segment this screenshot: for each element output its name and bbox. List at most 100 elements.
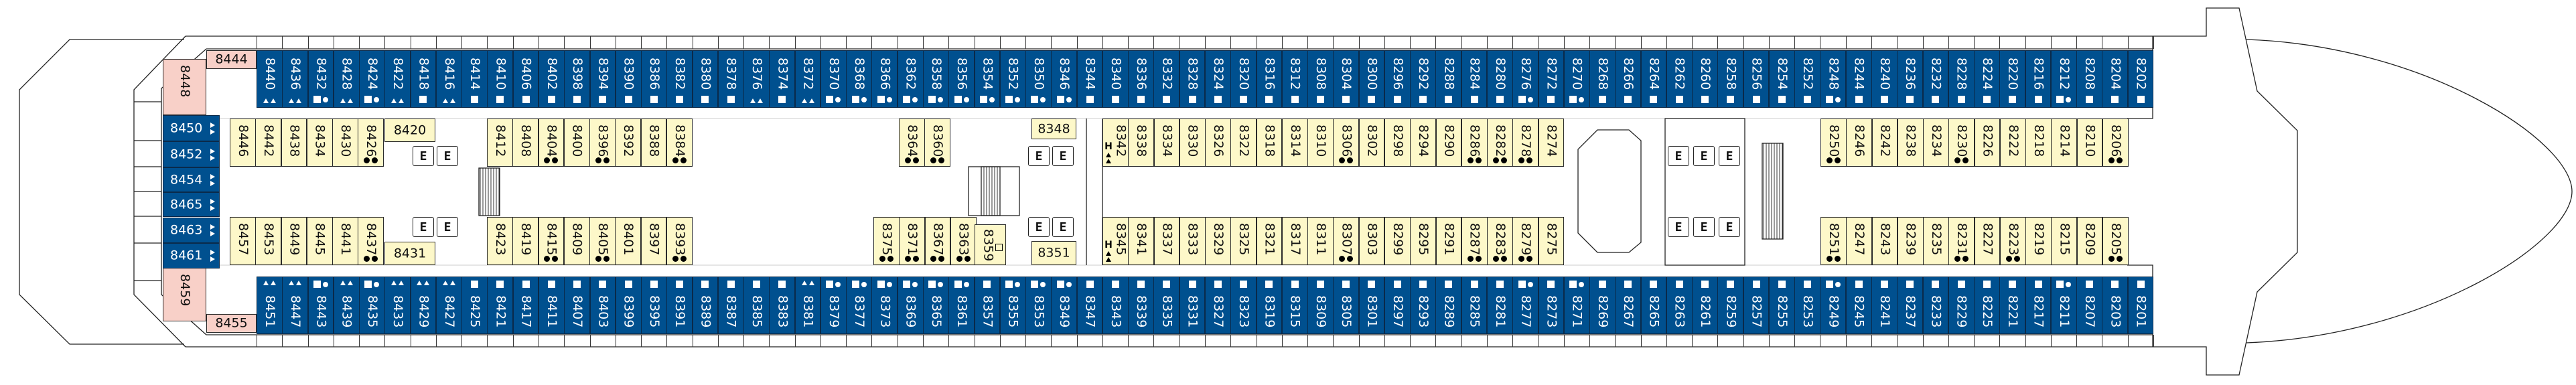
cabin-8366[interactable]: 8366: [871, 50, 898, 108]
cabin-8236[interactable]: 8236: [1897, 50, 1924, 108]
cabin-8377[interactable]: 8377: [846, 277, 872, 334]
cabin-8304[interactable]: 8304: [1333, 50, 1360, 108]
cabin-8204[interactable]: 8204: [2102, 50, 2129, 108]
cabin-8453[interactable]: 8453: [255, 217, 282, 265]
cabin-8372[interactable]: 8372: [794, 50, 821, 108]
cabin-8430[interactable]: 8430: [332, 119, 358, 167]
cabin-8402[interactable]: 8402: [538, 50, 565, 108]
cabin-8266[interactable]: 8266: [1615, 50, 1642, 108]
cabin-8295[interactable]: 8295: [1410, 217, 1436, 265]
cabin-8419[interactable]: 8419: [512, 217, 539, 265]
cabin-8291[interactable]: 8291: [1435, 217, 1462, 265]
cabin-8383[interactable]: 8383: [769, 277, 796, 334]
cabin-8273[interactable]: 8273: [1538, 277, 1565, 334]
cabin-8275[interactable]: 8275: [1538, 217, 1565, 265]
cabin-8310[interactable]: 8310: [1307, 119, 1334, 167]
cabin-8286[interactable]: 8286: [1461, 119, 1488, 167]
cabin-8439[interactable]: 8439: [333, 277, 360, 334]
cabin-8202[interactable]: 8202: [2127, 50, 2154, 108]
cabin-8216[interactable]: 8216: [2025, 50, 2052, 108]
cabin-8465[interactable]: 8465: [163, 192, 220, 217]
cabin-8271[interactable]: 8271: [1563, 277, 1590, 334]
cabin-8339[interactable]: 8339: [1128, 277, 1154, 334]
cabin-8409[interactable]: 8409: [563, 217, 590, 265]
cabin-8443[interactable]: 8443: [307, 277, 334, 334]
cabin-8319[interactable]: 8319: [1256, 277, 1283, 334]
cabin-8243[interactable]: 8243: [1871, 217, 1898, 265]
cabin-8317[interactable]: 8317: [1281, 217, 1308, 265]
cabin-8227[interactable]: 8227: [1974, 217, 2001, 265]
cabin-8244[interactable]: 8244: [1845, 50, 1872, 108]
cabin-8454[interactable]: 8454: [163, 167, 220, 192]
cabin-8331[interactable]: 8331: [1179, 277, 1206, 334]
cabin-8224[interactable]: 8224: [1974, 50, 2000, 108]
cabin-8446[interactable]: 8446: [230, 119, 256, 167]
cabin-8220[interactable]: 8220: [1999, 50, 2026, 108]
cabin-8260[interactable]: 8260: [1692, 50, 1718, 108]
cabin-8371[interactable]: 8371: [899, 217, 926, 265]
cabin-8387[interactable]: 8387: [717, 277, 744, 334]
cabin-8347[interactable]: 8347: [1076, 277, 1103, 334]
cabin-8400[interactable]: 8400: [563, 119, 590, 167]
cabin-8289[interactable]: 8289: [1435, 277, 1462, 334]
cabin-8341[interactable]: 8341: [1128, 217, 1155, 265]
cabin-8287[interactable]: 8287: [1461, 217, 1488, 265]
cabin-8299[interactable]: 8299: [1384, 217, 1411, 265]
cabin-8203[interactable]: 8203: [2102, 277, 2129, 334]
cabin-8410[interactable]: 8410: [487, 50, 514, 108]
cabin-8452[interactable]: 8452: [163, 141, 220, 167]
cabin-8445[interactable]: 8445: [306, 217, 333, 265]
cabin-8226[interactable]: 8226: [1974, 119, 2001, 167]
cabin-8427[interactable]: 8427: [435, 277, 462, 334]
cabin-8300[interactable]: 8300: [1358, 50, 1385, 108]
cabin-8428[interactable]: 8428: [333, 50, 360, 108]
cabin-8391[interactable]: 8391: [666, 277, 693, 334]
cabin-8282[interactable]: 8282: [1487, 119, 1513, 167]
cabin-8267[interactable]: 8267: [1615, 277, 1642, 334]
cabin-8241[interactable]: 8241: [1871, 277, 1898, 334]
cabin-8326[interactable]: 8326: [1205, 119, 1231, 167]
cabin-8390[interactable]: 8390: [615, 50, 642, 108]
cabin-8393[interactable]: 8393: [666, 217, 693, 265]
cabin-8399[interactable]: 8399: [615, 277, 642, 334]
cabin-8255[interactable]: 8255: [1768, 277, 1795, 334]
cabin-8333[interactable]: 8333: [1179, 217, 1206, 265]
cabin-8348[interactable]: 8348: [1031, 119, 1076, 139]
cabin-8363[interactable]: 8363: [950, 217, 977, 265]
cabin-8298[interactable]: 8298: [1384, 119, 1411, 167]
cabin-8301[interactable]: 8301: [1358, 277, 1385, 334]
cabin-8245[interactable]: 8245: [1845, 277, 1872, 334]
cabin-8284[interactable]: 8284: [1461, 50, 1488, 108]
cabin-8210[interactable]: 8210: [2076, 119, 2103, 167]
cabin-8327[interactable]: 8327: [1204, 277, 1231, 334]
cabin-8438[interactable]: 8438: [281, 119, 307, 167]
cabin-8324[interactable]: 8324: [1204, 50, 1231, 108]
cabin-8281[interactable]: 8281: [1486, 277, 1513, 334]
cabin-8311[interactable]: 8311: [1307, 217, 1334, 265]
cabin-8350[interactable]: 8350: [1025, 50, 1052, 108]
cabin-8253[interactable]: 8253: [1794, 277, 1820, 334]
cabin-8283[interactable]: 8283: [1487, 217, 1513, 265]
cabin-8222[interactable]: 8222: [1999, 119, 2026, 167]
cabin-8358[interactable]: 8358: [923, 50, 949, 108]
cabin-8247[interactable]: 8247: [1846, 217, 1873, 265]
cabin-8285[interactable]: 8285: [1461, 277, 1488, 334]
cabin-8384[interactable]: 8384: [666, 119, 693, 167]
cabin-8343[interactable]: 8343: [1102, 277, 1129, 334]
cabin-8362[interactable]: 8362: [897, 50, 924, 108]
cabin-8434[interactable]: 8434: [306, 119, 333, 167]
cabin-8296[interactable]: 8296: [1384, 50, 1411, 108]
cabin-8269[interactable]: 8269: [1589, 277, 1616, 334]
cabin-8435[interactable]: 8435: [359, 277, 385, 334]
cabin-8234[interactable]: 8234: [1923, 119, 1949, 167]
cabin-8240[interactable]: 8240: [1871, 50, 1898, 108]
cabin-8257[interactable]: 8257: [1743, 277, 1770, 334]
cabin-8392[interactable]: 8392: [615, 119, 642, 167]
cabin-8346[interactable]: 8346: [1051, 50, 1078, 108]
cabin-8370[interactable]: 8370: [820, 50, 847, 108]
cabin-8248[interactable]: 8248: [1820, 50, 1847, 108]
cabin-8242[interactable]: 8242: [1871, 119, 1898, 167]
cabin-8395[interactable]: 8395: [641, 277, 667, 334]
cabin-8380[interactable]: 8380: [692, 50, 719, 108]
cabin-8449[interactable]: 8449: [281, 217, 307, 265]
